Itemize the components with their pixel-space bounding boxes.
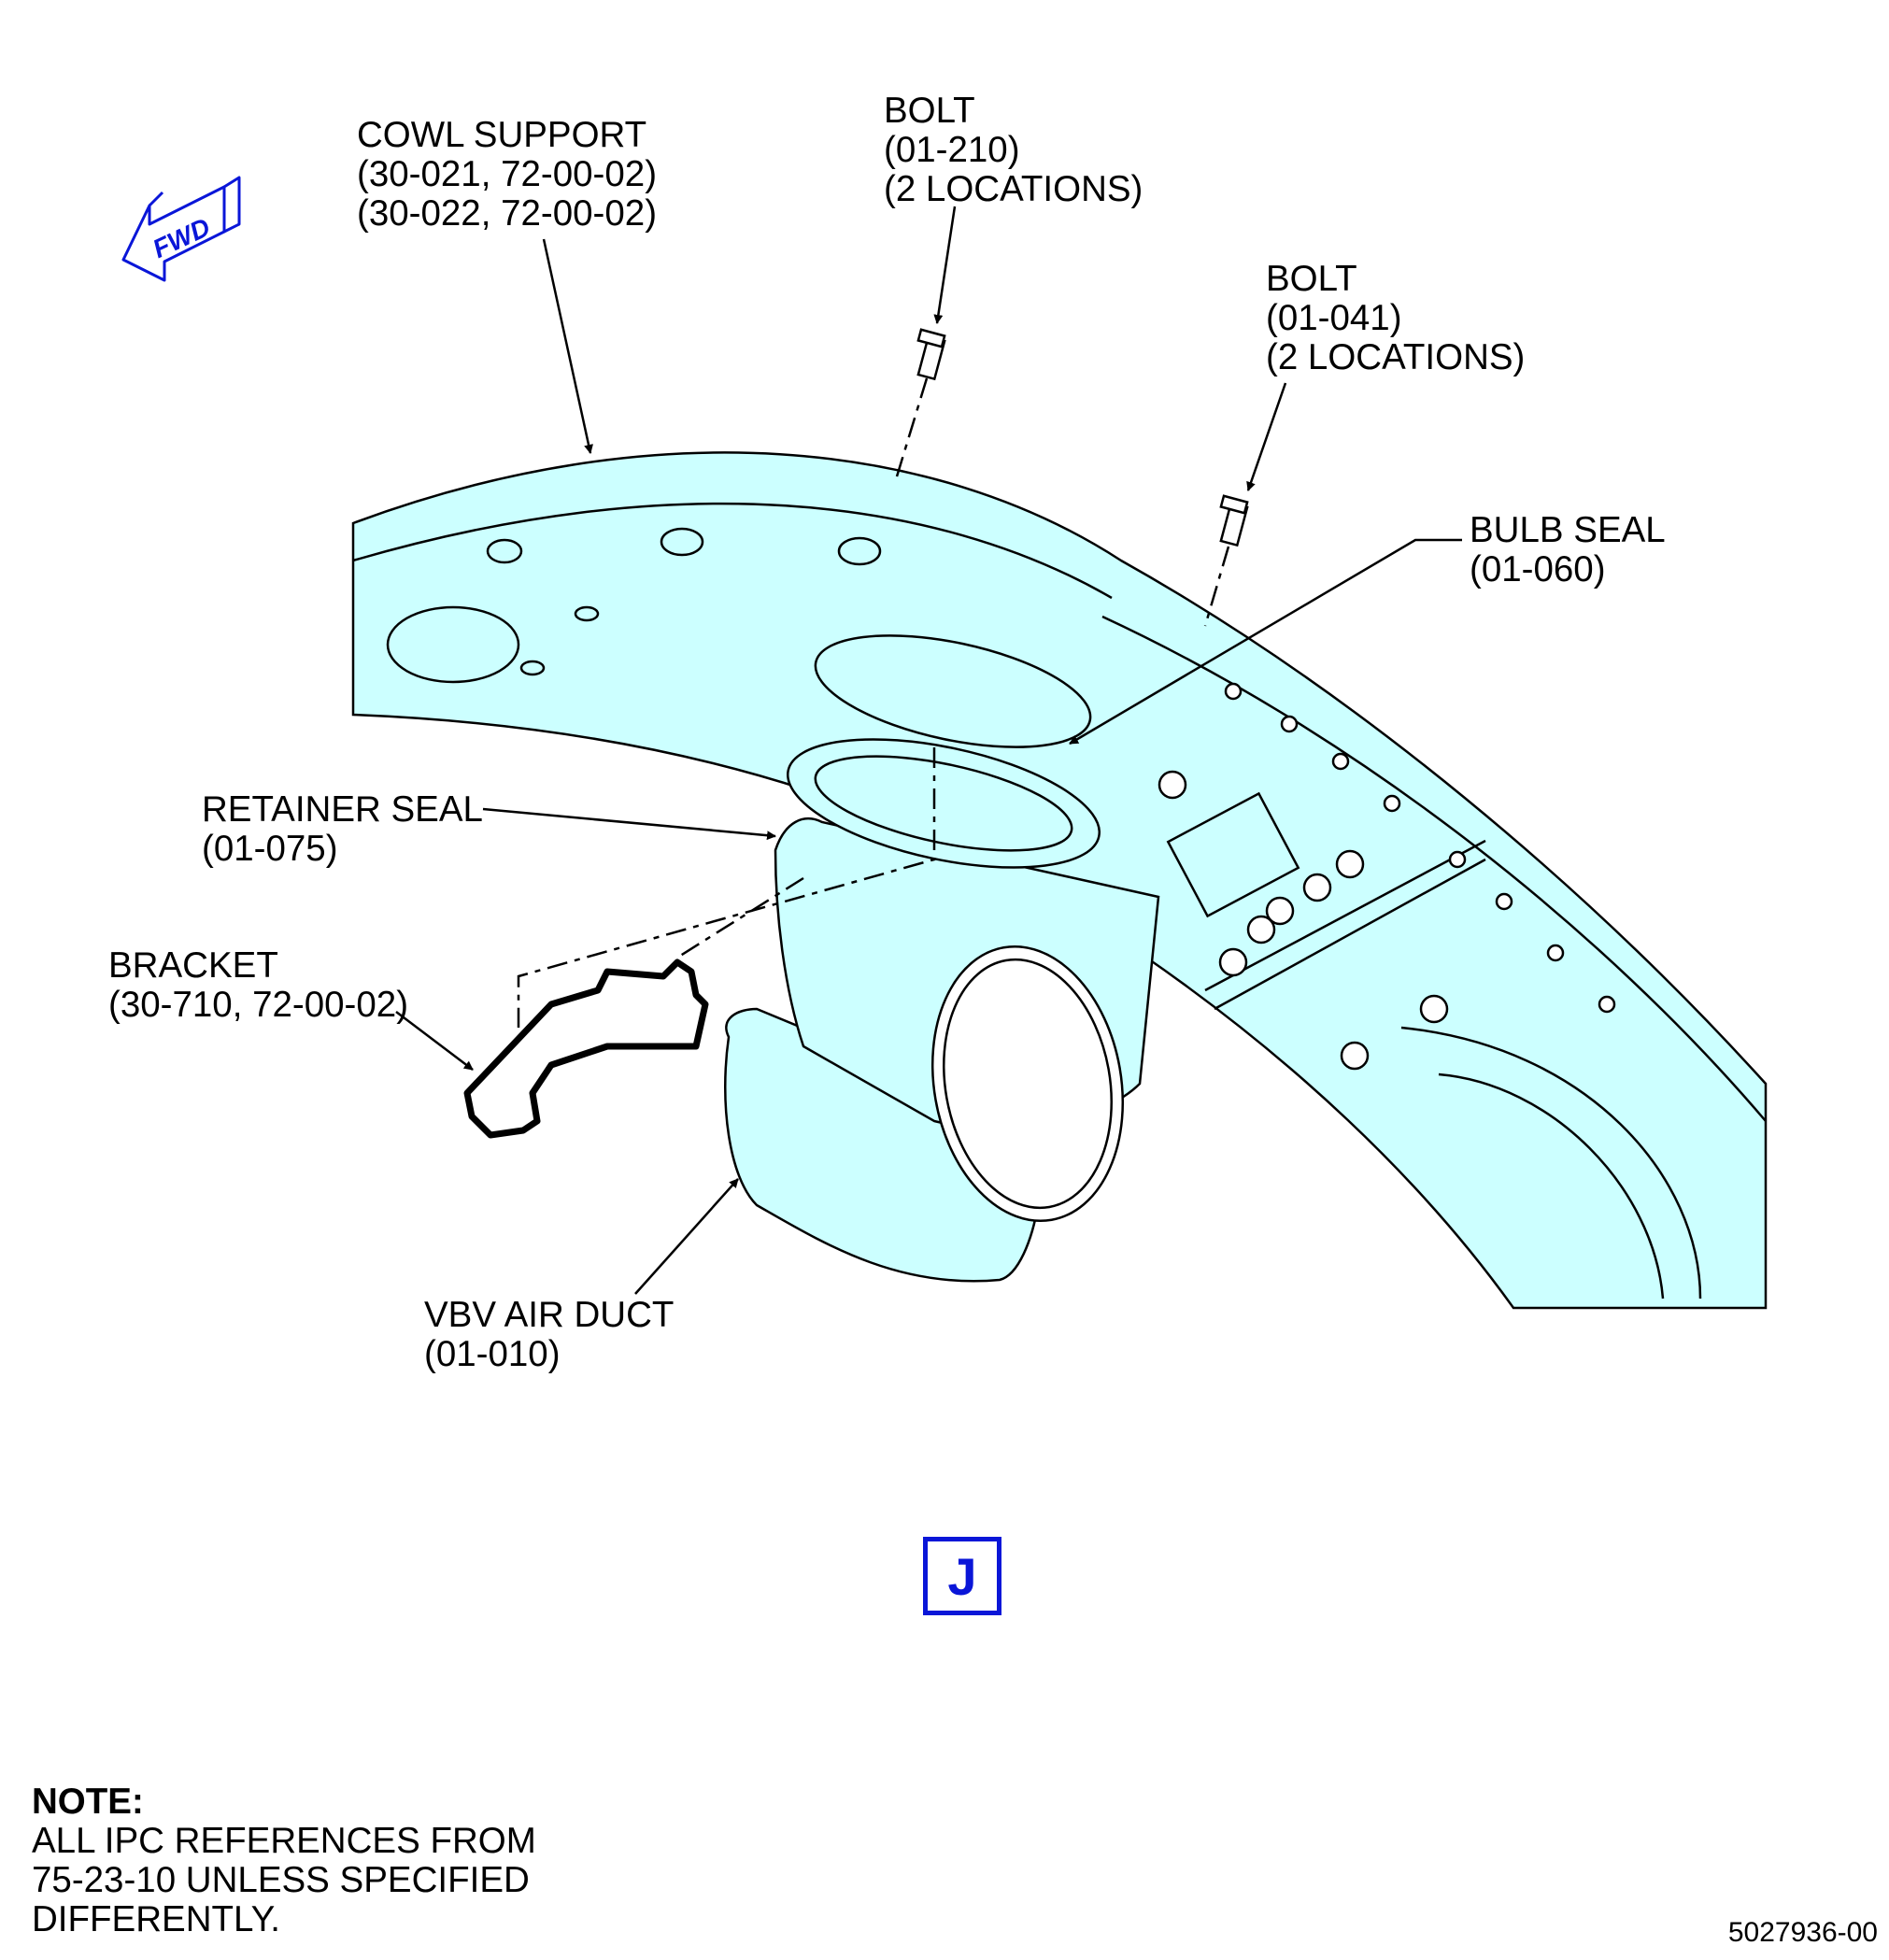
vbv-air-duct-ref: (01-010) — [424, 1334, 561, 1374]
vbv-air-duct-callout: VBV AIR DUCT (01-010) — [424, 1296, 674, 1374]
note-block: NOTE: ALL IPC REFERENCES FROM 75-23-10 U… — [32, 1782, 536, 1939]
bracket-title: BRACKET — [108, 945, 278, 986]
view-label-j: J — [923, 1537, 1001, 1615]
bolt-210-callout: BOLT (01-210) (2 LOCATIONS) — [884, 92, 1143, 209]
vbv-air-duct — [724, 634, 1160, 1283]
bolt-041-ref: (01-041) — [1266, 298, 1402, 338]
bolt-041-qty: (2 LOCATIONS) — [1266, 337, 1526, 377]
bracket-ref: (30-710, 72-00-02) — [108, 985, 409, 1025]
bolt-01-210-centerline — [895, 377, 929, 477]
fwd-arrow-icon: FWD — [121, 176, 241, 282]
bolt-041-title: BOLT — [1266, 259, 1357, 299]
bolt-01-210 — [916, 328, 946, 381]
vbv-air-duct-title: VBV AIR DUCT — [424, 1295, 675, 1335]
bolt-210-ref: (01-210) — [884, 130, 1020, 170]
bolt-01-041-centerline — [1203, 546, 1230, 627]
bolt-01-041 — [1219, 494, 1249, 547]
cowl-support-ref-1: (30-021, 72-00-02) — [357, 154, 658, 194]
retainer-seal-title: RETAINER SEAL — [202, 789, 483, 830]
retainer-centerline — [676, 876, 804, 959]
note-line-2: 75-23-10 UNLESS SPECIFIED — [32, 1860, 530, 1900]
bolt-210-qty: (2 LOCATIONS) — [884, 169, 1143, 209]
retainer-seal-callout: RETAINER SEAL (01-075) — [202, 790, 483, 869]
note-line-3: DIFFERENTLY. — [32, 1899, 280, 1939]
cowl-support-title: COWL SUPPORT — [357, 115, 647, 155]
leader-lines — [395, 206, 1462, 1295]
note-line-1: ALL IPC REFERENCES FROM — [32, 1821, 536, 1861]
bulb-seal-title: BULB SEAL — [1470, 510, 1666, 550]
cowl-support-ref-2: (30-022, 72-00-02) — [357, 193, 658, 234]
bulb-seal-centerline — [517, 747, 936, 1028]
bracket-callout: BRACKET (30-710, 72-00-02) — [108, 946, 408, 1025]
retainer-seal-ref: (01-075) — [202, 829, 338, 869]
view-label-text: J — [947, 1546, 977, 1606]
note-heading: NOTE: — [32, 1782, 144, 1822]
cowl-support-callout: COWL SUPPORT (30-021, 72-00-02) (30-022,… — [357, 116, 657, 234]
bulb-seal-ref: (01-060) — [1470, 549, 1606, 589]
bracket — [463, 959, 709, 1139]
bulb-seal-callout: BULB SEAL (01-060) — [1470, 511, 1666, 589]
bolt-210-title: BOLT — [884, 91, 975, 131]
document-number: 5027936-00 — [1727, 1917, 1878, 1948]
bolt-041-callout: BOLT (01-041) (2 LOCATIONS) — [1266, 260, 1525, 377]
